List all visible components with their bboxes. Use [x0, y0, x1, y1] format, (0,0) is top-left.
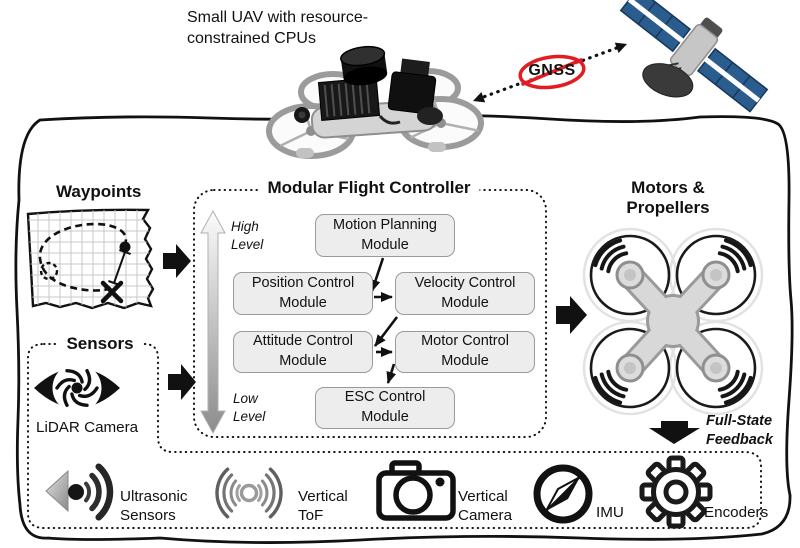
full-state-feedback-label: Full-State Feedback — [706, 413, 773, 448]
motors-title: Motors & Propellers — [626, 178, 710, 218]
ultrasonic-sensors-label: Ultrasonic Sensors — [120, 488, 188, 524]
eye-lidar-icon — [34, 363, 120, 413]
sensors-title: Sensors — [57, 334, 143, 355]
camera-icon — [376, 460, 456, 521]
module-esc-control: ESC Control Module — [315, 387, 455, 429]
vertical-tof-label: Vertical ToF — [298, 488, 348, 524]
arrow-controller-to-motors — [556, 296, 587, 334]
satellite-icon — [619, 0, 769, 113]
outer-system-border — [14, 114, 794, 544]
gear-icon — [639, 455, 713, 529]
module-motion-planning: Motion Planning Module — [315, 214, 455, 257]
encoders-label: Encoders — [704, 504, 769, 521]
lidar-camera-label: LiDAR Camera — [36, 419, 139, 436]
compass-icon — [533, 464, 593, 524]
uav-caption: Small UAV with resource- constrained CPU… — [187, 9, 369, 47]
module-velocity-control: Velocity Control Module — [395, 272, 535, 315]
low-level-label: Low Level — [233, 391, 266, 424]
module-position-control: Position Control Module — [233, 272, 373, 315]
high-level-label: High Level — [231, 219, 264, 252]
level-gradient-arrow — [200, 209, 226, 435]
arrow-full-state-feedback — [649, 421, 700, 444]
gnss-label: GNSS — [528, 62, 576, 79]
gnss-blocked-badge — [518, 54, 586, 90]
waypoints-title: Waypoints — [56, 182, 142, 201]
module-motor-control: Motor Control Module — [395, 331, 535, 373]
arrow-waypoints-to-controller — [163, 244, 191, 278]
imu-label: IMU — [596, 504, 624, 521]
controller-title: Modular Flight Controller — [258, 178, 480, 199]
module-cascade-arrows — [370, 257, 399, 384]
quadcopter-illustration — [582, 227, 764, 416]
speaker-waves-icon — [45, 463, 114, 521]
arrow-sensors-to-controller — [168, 364, 196, 400]
sensors-panel-border — [27, 343, 762, 529]
flight-controller-border — [193, 189, 547, 438]
waypoints-map-illustration — [26, 208, 155, 310]
uav-drone-illustration — [266, 45, 484, 159]
ripple-waves-icon — [215, 467, 283, 519]
vertical-camera-label: Vertical Camera — [458, 488, 513, 524]
module-attitude-control: Attitude Control Module — [233, 331, 373, 373]
